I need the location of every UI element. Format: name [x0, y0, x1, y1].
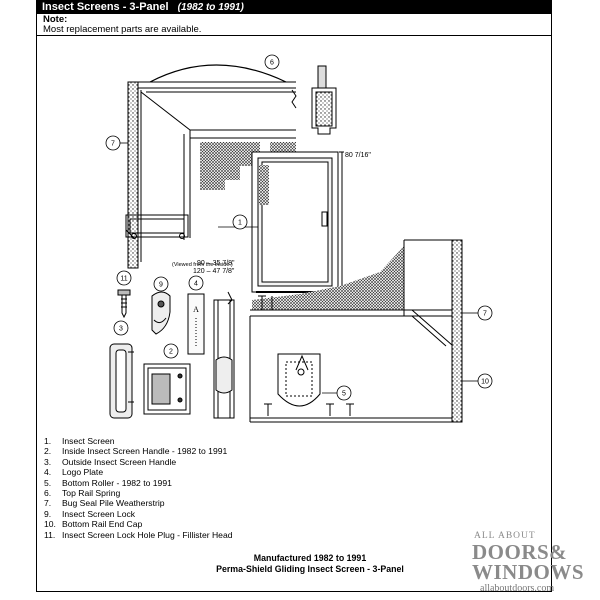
- part-number: 3.: [44, 456, 52, 467]
- part-name: Top Rail Spring: [62, 488, 121, 499]
- parts-list-item: 6. Top Rail Spring: [44, 488, 233, 498]
- inside-handle-part: [143, 363, 191, 415]
- viewed-from-note: (Viewed from the inside.): [172, 262, 233, 268]
- callout-labels: 1 2 3 4 5 6 7 7 9 10 11: [111, 60, 489, 398]
- outside-handle-part: [109, 343, 134, 419]
- callout-label-11: 11: [120, 276, 127, 283]
- parts-list-item: 7. Bug Seal Pile Weatherstrip: [44, 498, 233, 508]
- title-years: (1982 to 1991): [177, 2, 244, 13]
- bug-seal-pile-lower: [451, 239, 463, 423]
- parts-list: 1. Insect Screen 2. Inside Insect Screen Ha…: [44, 436, 233, 540]
- upper-corner-assembly: [125, 64, 297, 269]
- height-dimension: 80 7/16": [345, 152, 371, 159]
- bottom-roller: [277, 353, 321, 407]
- parts-list-item: 5. Bottom Roller - 1982 to 1991: [44, 478, 233, 488]
- part-name: Insect Screen Lock: [62, 508, 136, 519]
- logo-line-3: WINDOWS: [472, 560, 585, 584]
- callout-9: [153, 276, 169, 292]
- part-name: Outside Insect Screen Handle: [62, 456, 177, 467]
- callout-7b: [477, 305, 493, 321]
- callout-1: [232, 214, 248, 230]
- callout-label-2: 2: [169, 349, 173, 356]
- note-box: Note: Most replacement parts are availab…: [36, 14, 552, 36]
- width-dimension-120: 120 – 47 7/8": [193, 268, 235, 275]
- diagram-frame: [36, 36, 552, 592]
- callout-label-7b: 7: [483, 311, 487, 318]
- part-number: 2.: [44, 446, 52, 457]
- part-name: Inside Insect Screen Handle - 1982 to 19…: [62, 446, 228, 457]
- part-name: Bottom Roller - 1982 to 1991: [62, 477, 172, 488]
- callout-5: [336, 385, 352, 401]
- callout-2: [163, 343, 179, 359]
- callout-label-6: 6: [270, 60, 274, 67]
- logo-line-2: DOORS&: [472, 540, 568, 564]
- dimension-labels: 80 7/16" (Viewed from the inside.) 90 – …: [172, 152, 371, 275]
- parts-list-item: 2. Inside Insect Screen Handle - 1982 to …: [44, 446, 233, 456]
- parts-list-item: 1. Insect Screen: [44, 436, 233, 446]
- brand-logo: ALL ABOUT DOORS& WINDOWS allaboutdoors.c…: [470, 528, 598, 598]
- callout-6: [264, 54, 280, 70]
- part-number: 5.: [44, 477, 52, 488]
- top-rail-spring: [149, 64, 287, 83]
- title-text: Insect Screens - 3-Panel: [42, 1, 169, 13]
- callout-3: [113, 320, 129, 336]
- part-name: Insect Screen: [62, 436, 115, 446]
- callout-label-5: 5: [342, 391, 346, 398]
- lower-corner-assembly: [249, 239, 463, 423]
- width-dimension-90: 90 – 35 7/8": [197, 260, 235, 267]
- insect-screen-lock-part: [151, 291, 171, 335]
- part-number: 11.: [44, 529, 56, 540]
- callout-11: [116, 270, 132, 286]
- parts-list-item: 11. Insect Screen Lock Hole Plug - Fillis…: [44, 530, 233, 540]
- parts-list-item: 10. Bottom Rail End Cap: [44, 519, 233, 529]
- note-text: Most replacement parts are available.: [43, 24, 202, 35]
- callout-label-9: 9: [159, 282, 163, 289]
- callout-10: [477, 373, 493, 389]
- callout-7a: [105, 135, 121, 151]
- page-title: Insect Screens - 3-Panel (1982 to 1991): [36, 0, 552, 14]
- callout-label-4: 4: [194, 281, 198, 288]
- part-name: Insect Screen Lock Hole Plug - Fillister…: [62, 529, 233, 540]
- callout-label-1: 1: [238, 220, 242, 227]
- part-number: 10.: [44, 519, 56, 530]
- parts-list-item: 9. Insect Screen Lock: [44, 509, 233, 519]
- lock-hole-plug-part: [117, 289, 131, 319]
- part-name: Logo Plate: [62, 467, 104, 478]
- caption-manufactured: Manufactured 1982 to 1991: [253, 553, 367, 563]
- bug-seal-pile-upper: [127, 81, 139, 269]
- part-number: 9.: [44, 508, 52, 519]
- callout-label-7a: 7: [111, 141, 115, 148]
- note-label: Note:: [43, 14, 68, 25]
- logo-plate-part: A: [187, 293, 205, 355]
- parts-list-item: 3. Outside Insect Screen Handle: [44, 457, 233, 467]
- callout-markers: [105, 54, 493, 401]
- parts-list-item: 4. Logo Plate: [44, 467, 233, 477]
- logo-line-1: ALL ABOUT: [474, 531, 536, 541]
- callout-4: [188, 275, 204, 291]
- logo-url: allaboutdoors.com: [480, 583, 555, 594]
- top-rail-profile: [311, 65, 337, 135]
- callout-label-10: 10: [481, 379, 489, 386]
- caption-product: Perma-Shield Gliding Insect Screen - 3-P…: [216, 564, 404, 574]
- part-number: 7.: [44, 498, 52, 509]
- part-number: 6.: [44, 488, 52, 499]
- part-number: 4.: [44, 467, 52, 478]
- stile-piece: [213, 291, 235, 419]
- svg-text:A: A: [193, 305, 199, 314]
- callout-label-3: 3: [119, 326, 123, 333]
- part-name: Bug Seal Pile Weatherstrip: [62, 498, 165, 509]
- insect-screen-panel: [251, 151, 344, 293]
- part-name: Bottom Rail End Cap: [62, 519, 143, 530]
- part-number: 1.: [44, 436, 52, 446]
